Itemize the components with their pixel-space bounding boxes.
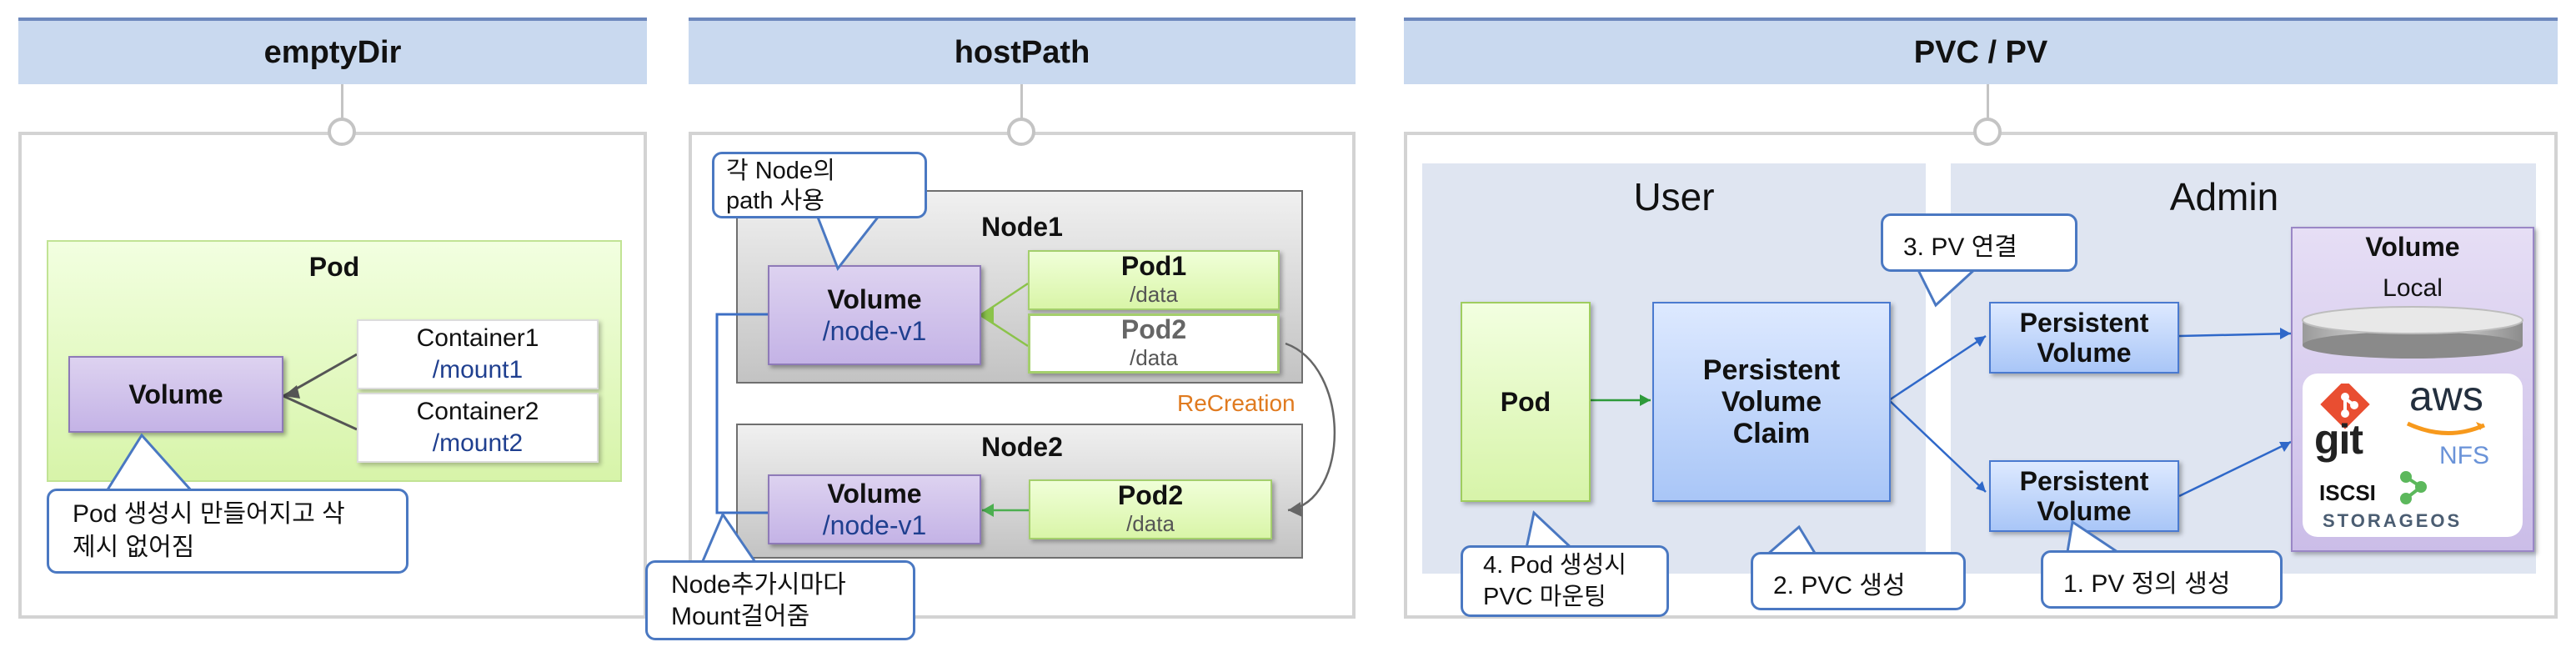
nfs-logo-text: NFS	[2439, 442, 2489, 469]
hostpath-node1-volume-path: /node-v1	[822, 316, 927, 346]
emptydir-callout: Pod 생성시 만들어지고 삭 제시 없어짐	[47, 489, 408, 574]
hostpath-node2-pod2-title: Pod2	[1117, 480, 1184, 510]
pvc-claim: Persistent Volume Claim	[1652, 302, 1891, 502]
pvc-pod: Pod	[1461, 302, 1591, 502]
pvc-pod-label: Pod	[1500, 386, 1551, 417]
emptydir-header: emptyDir	[18, 18, 647, 84]
hostpath-callout-top-line2: path 사용	[726, 188, 824, 214]
pvc-claim-line2: Volume	[1721, 386, 1822, 418]
emptydir-container1-name: Container1	[416, 324, 539, 352]
hostpath-node1-volume-title: Volume	[827, 284, 922, 314]
pvc-step4-callout: 4. Pod 생성시 PVC 마운팅	[1461, 545, 1669, 617]
aws-logo-text: aws	[2409, 373, 2483, 419]
pvc-step1-tail	[2066, 519, 2122, 554]
pvc-connector	[1987, 84, 1989, 131]
hostpath-knob	[1007, 118, 1035, 146]
emptydir-container1: Container1 /mount1	[357, 319, 599, 389]
emptydir-container2: Container2 /mount2	[357, 393, 599, 463]
hostpath-node2-volume-title: Volume	[827, 479, 922, 509]
pvc-pv-top-line2: Volume	[2037, 338, 2132, 368]
emptydir-volume: Volume	[68, 356, 283, 433]
pvc-arrows	[1589, 328, 2292, 498]
pvc-local-label: Local	[2383, 274, 2443, 302]
hostpath-callout-bottom-line1: Node추가시마다	[671, 571, 846, 599]
hostpath-callout-bottom-line2: Mount걸어줌	[671, 603, 810, 630]
emptydir-container1-mount: /mount1	[432, 356, 524, 384]
pvc-claim-line3: Claim	[1732, 418, 1811, 449]
hostpath-callout-top-line1: 각 Node의	[726, 158, 835, 184]
pvc-user-label: User	[1633, 175, 1715, 218]
emptydir-container2-name: Container2	[416, 398, 539, 425]
pvc-claim-line1: Persistent	[1702, 354, 1841, 386]
hostpath-node2-volume: Volume /node-v1	[768, 474, 981, 544]
pvc-step2-text: 2. PVC 생성	[1773, 572, 1906, 599]
hostpath-node1-pod1: Pod1 /data	[1028, 250, 1280, 310]
pvc-step4-line1: 4. Pod 생성시	[1483, 552, 1626, 579]
storageos-logo-text: STORAGEOS	[2323, 510, 2463, 531]
hostpath-node2-label: Node2	[981, 431, 1063, 462]
hostpath-callout-top: 각 Node의 path 사용	[712, 152, 927, 218]
hostpath-title: hostPath	[954, 34, 1090, 70]
pvc-callout-tails	[1524, 267, 1979, 556]
emptydir-pod-label: Pod	[308, 251, 360, 282]
hostpath-node1-volume: Volume /node-v1	[768, 265, 981, 365]
pvc-pv-top-line1: Persistent	[2019, 308, 2149, 338]
emptydir-callout-line1: Pod 생성시 만들어지고 삭	[73, 500, 345, 528]
hostpath-node1-pod1-title: Pod1	[1120, 251, 1187, 281]
pvc-pv-bottom-line1: Persistent	[2019, 466, 2149, 496]
pvc-step3-text: 3. PV 연결	[1903, 233, 2017, 261]
emptydir-container2-mount: /mount2	[432, 429, 524, 457]
pvc-step1-callout: 1. PV 정의 생성	[2041, 550, 2283, 609]
iscsi-logo-text: ISCSI	[2319, 480, 2376, 505]
emptydir-knob	[328, 118, 356, 146]
emptydir-callout-line2: 제시 없어짐	[73, 534, 195, 561]
emptydir-title: emptyDir	[263, 34, 402, 70]
hostpath-node1-pod2: Pod2 /data	[1028, 313, 1280, 374]
pvc-step1-text: 1. PV 정의 생성	[2063, 570, 2231, 598]
aws-smile-icon	[2406, 421, 2486, 435]
hostpath-node2-volume-path: /node-v1	[822, 510, 927, 540]
hostpath-node1-pod2-path: /data	[1130, 345, 1178, 370]
pvc-admin-label: Admin	[2169, 175, 2279, 218]
pvc-step4-line2: PVC 마운팅	[1483, 584, 1606, 610]
pvc-knob	[1973, 118, 2002, 146]
storageos-icon	[2400, 471, 2427, 504]
hostpath-lines	[715, 282, 1336, 517]
pvc-pv-top: Persistent Volume	[1989, 302, 2179, 374]
hostpath-node2-pod2: Pod2 /data	[1029, 479, 1272, 539]
hostpath-callout-bottom-tail	[698, 511, 761, 569]
hostpath-node1-pod2-title: Pod2	[1120, 314, 1187, 344]
pvc-pv-bottom: Persistent Volume	[1989, 460, 2179, 532]
pvc-header: PVC / PV	[1404, 18, 2558, 84]
pvc-pv-bottom-line2: Volume	[2037, 496, 2132, 526]
emptydir-connector	[341, 84, 343, 131]
pvc-step2-callout: 2. PVC 생성	[1751, 552, 1966, 610]
emptydir-arrows	[283, 353, 358, 431]
pvc-step3-callout: 3. PV 연결	[1881, 213, 2077, 272]
hostpath-node2-pod2-path: /data	[1126, 511, 1175, 536]
git-logo-text: git	[2314, 416, 2363, 463]
pvc-volume-title: Volume	[2365, 231, 2460, 262]
hostpath-node1-label: Node1	[981, 211, 1063, 242]
hostpath-connector	[1020, 84, 1023, 131]
emptydir-volume-label: Volume	[128, 379, 223, 409]
hostpath-callout-bottom: Node추가시마다 Mount걸어줌	[645, 560, 915, 640]
hostpath-recreation-label: ReCreation	[1177, 390, 1296, 416]
hostpath-node1-pod1-path: /data	[1130, 282, 1178, 307]
git-icon	[2320, 384, 2370, 429]
hostpath-header: hostPath	[689, 18, 1356, 84]
disk-icon	[2302, 306, 2523, 359]
pvc-title: PVC / PV	[1913, 34, 2048, 70]
